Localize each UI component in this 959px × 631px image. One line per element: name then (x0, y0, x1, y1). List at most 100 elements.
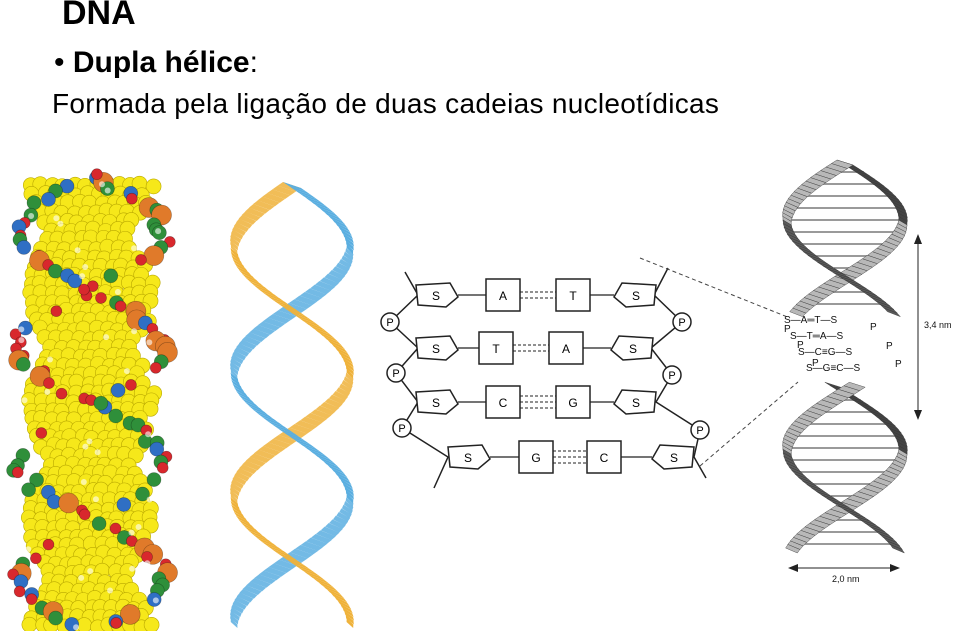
base-atom (142, 517, 159, 534)
blue-strand-segment (335, 262, 350, 273)
gold-strand-segment (326, 589, 345, 599)
blue-strand-segment (242, 336, 261, 346)
blue-strand-segment (324, 273, 343, 284)
blue-strand-segment (246, 581, 267, 592)
gold-strand-segment (231, 479, 244, 489)
base-box-right (586, 440, 622, 474)
atom-highlight (146, 496, 153, 503)
blue-strand-segment (245, 332, 266, 342)
strand-one-segment (789, 537, 807, 547)
blue-strand-segment (231, 354, 244, 364)
backbone-atom (114, 300, 127, 313)
backbone-atom (103, 268, 119, 284)
atom-highlight (103, 334, 110, 341)
strand-two-segment (782, 209, 794, 219)
sugar-left-label: S (464, 451, 472, 465)
gold-strand-segment (343, 376, 354, 386)
atom-highlight (131, 328, 138, 335)
gold-strand-segment (313, 578, 334, 588)
backbone-atom (16, 240, 32, 255)
blue-strand-segment (338, 259, 352, 269)
blue-strand-segment (236, 343, 253, 353)
strand-two-segment (880, 304, 898, 314)
atom-highlight (79, 273, 86, 280)
blue-strand-segment (239, 589, 258, 599)
width-label: 2,0 nm (832, 574, 860, 584)
gold-strand-segment (340, 354, 353, 364)
gold-strand-segment (241, 523, 259, 533)
phosphate-label: P (668, 370, 675, 382)
atom-highlight (28, 213, 35, 220)
blue-strand-segment (288, 299, 312, 309)
strand-two-segment (782, 212, 793, 222)
base-right-label: T (569, 289, 577, 303)
backbone-atom (78, 283, 90, 296)
blue-strand-segment (250, 578, 271, 588)
blue-strand-segment (294, 295, 318, 306)
phosphate-circle (690, 420, 710, 440)
blue-strand-segment (262, 317, 286, 328)
gold-strand-segment (315, 405, 336, 416)
blue-strand-segment (309, 200, 331, 210)
strand-two-segment (889, 544, 905, 554)
blue-strand-segment (266, 420, 290, 430)
gold-strand-segment (262, 292, 285, 302)
blue-strand-segment (308, 449, 331, 460)
width-arrow-left (788, 564, 798, 572)
gold-strand-segment (298, 317, 322, 328)
blue-strand-segment (310, 284, 331, 295)
gold-strand-segment (336, 387, 350, 397)
gold-strand-segment (234, 471, 250, 482)
gold-strand-segment (328, 394, 346, 405)
phosphate-label: P (398, 423, 405, 435)
gold-strand-segment (344, 361, 354, 372)
blue-strand-segment (231, 380, 243, 390)
blue-strand-segment (267, 314, 291, 324)
blue-strand-segment (342, 233, 354, 243)
blue-strand-segment (346, 493, 354, 504)
gold-strand-segment (267, 189, 291, 199)
backbone-atom (135, 254, 147, 266)
blue-strand-segment (344, 237, 354, 247)
gold-strand-segment (248, 281, 269, 291)
backbone-atom (126, 192, 138, 205)
blue-strand-segment (315, 530, 336, 540)
gold-strand-segment (317, 581, 338, 592)
backbone-atom (43, 377, 55, 389)
blue-strand-segment (258, 321, 281, 331)
blue-strand-segment (283, 182, 307, 192)
base-box-left (485, 385, 521, 419)
strand-one-segment (792, 304, 811, 314)
blue-strand-segment (328, 270, 346, 280)
backbone-atom (91, 168, 103, 180)
gold-strand-segment (230, 482, 242, 493)
gold-strand-segment (236, 218, 253, 229)
base-atom (145, 178, 162, 195)
blue-strand-segment (336, 512, 351, 522)
blue-strand-segment (287, 435, 311, 445)
sugar-right-label: S (670, 451, 678, 465)
gold-strand-segment (331, 343, 348, 353)
gold-strand-segment (345, 614, 354, 625)
blue-strand-segment (271, 424, 295, 434)
blue-strand-segment (293, 189, 317, 199)
blue-strand-segment (327, 215, 346, 225)
base-box-left (485, 278, 521, 312)
gold-strand-segment (230, 229, 244, 240)
strand-two-segment (793, 187, 812, 197)
blue-strand-segment (231, 603, 244, 614)
gold-strand-segment (230, 497, 239, 507)
gold-strand-segment (241, 273, 260, 284)
atom-highlight (44, 389, 51, 396)
gold-strand-segment (253, 200, 275, 210)
blue-strand-segment (338, 226, 352, 236)
base-left-label: C (499, 396, 508, 410)
strand-one-segment (897, 212, 908, 222)
gold-strand-segment (334, 596, 350, 606)
strand-one-segment (789, 307, 807, 317)
ribbon-helix (230, 182, 354, 628)
atom-highlight (155, 228, 162, 235)
strand-two-segment (787, 195, 804, 205)
blue-strand-segment (304, 196, 327, 207)
blue-strand-segment (230, 614, 239, 625)
